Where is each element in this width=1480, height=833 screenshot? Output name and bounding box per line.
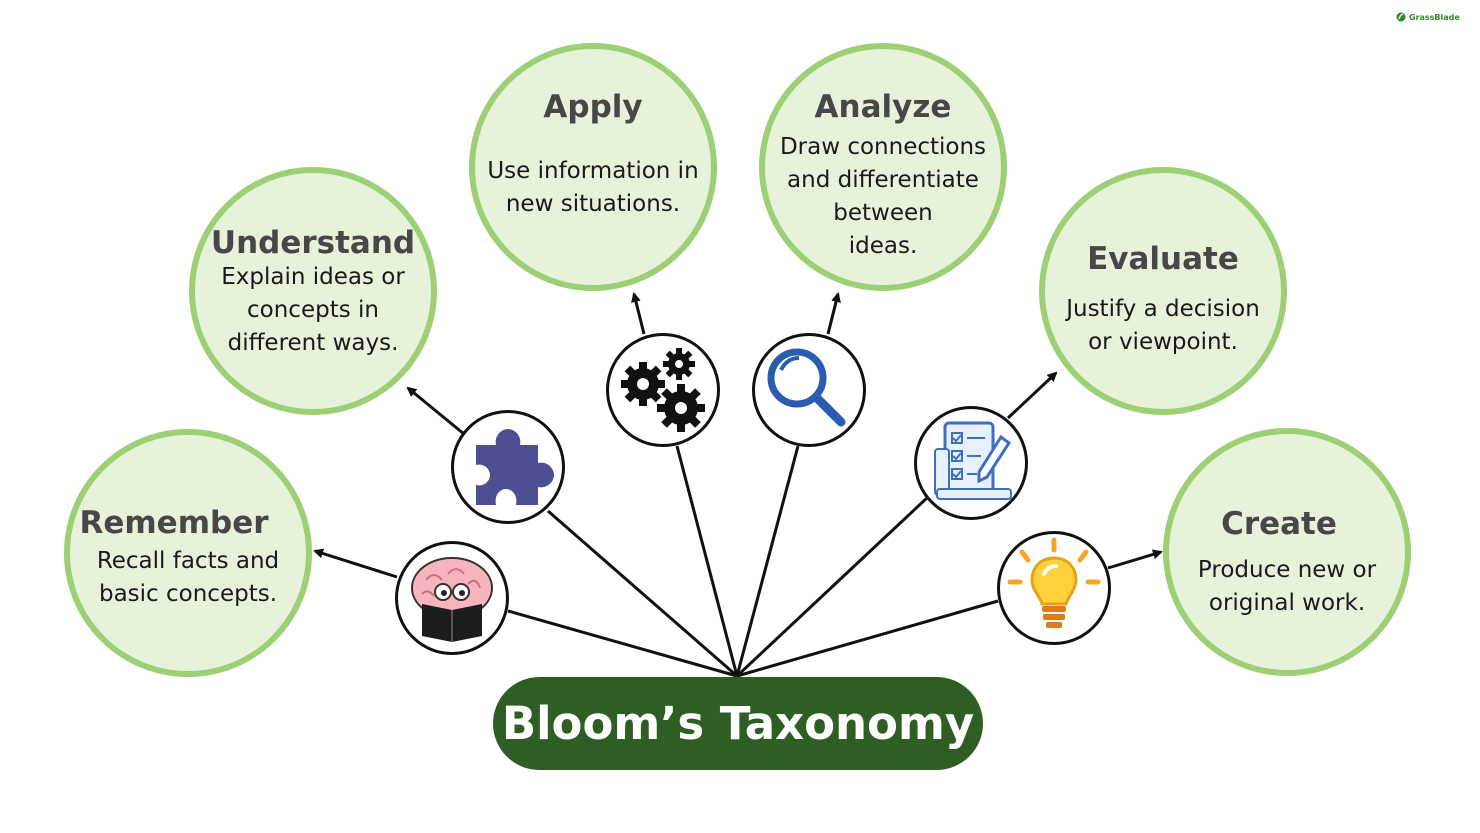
bubble-evaluate: Evaluate Justify a decision or viewpoint… xyxy=(1039,167,1287,415)
grassblade-logo: GrassBlade xyxy=(1396,12,1460,22)
icon-circle-create xyxy=(997,531,1111,645)
brand-name: GrassBlade xyxy=(1409,12,1460,22)
arrow-understand xyxy=(406,386,465,436)
bubble-understand: Understand Explain ideas or concepts in … xyxy=(189,167,437,415)
level-title: Analyze xyxy=(814,89,952,125)
magnifying-glass-icon xyxy=(767,348,846,427)
icon-circle-analyze xyxy=(752,333,866,447)
level-description: Produce new or original work. xyxy=(1197,557,1377,616)
level-title: Understand xyxy=(210,225,416,261)
lightbulb-icon xyxy=(1007,537,1101,628)
spoke-remember xyxy=(507,609,738,678)
bubble-create: Create Produce new or original work. xyxy=(1163,428,1411,676)
diagram-title: Bloom’s Taxonomy xyxy=(501,697,975,750)
gears-icon xyxy=(621,348,705,432)
level-description: Explain ideas or concepts in different w… xyxy=(221,264,405,356)
level-title: Remember xyxy=(79,505,269,541)
arrow-analyze xyxy=(826,292,841,335)
puzzle-piece-icon xyxy=(476,429,554,505)
brain-reading-book-icon xyxy=(411,557,493,642)
bubble-analyze: Analyze Draw connections and differentia… xyxy=(759,43,1007,291)
bubble-remember: Remember Recall facts and basic concepts… xyxy=(64,429,312,677)
icon-circle-understand xyxy=(451,410,565,524)
spoke-understand xyxy=(547,509,738,678)
arrow-evaluate xyxy=(1006,371,1058,420)
grassblade-logo-icon xyxy=(1396,12,1406,22)
level-title: Create xyxy=(1221,506,1337,542)
spoke-create xyxy=(736,599,999,678)
bloom-taxonomy-title-pill: Bloom’s Taxonomy xyxy=(493,677,983,770)
level-description: Use information in new situations. xyxy=(487,158,699,217)
icon-circle-remember xyxy=(395,541,509,655)
checklist-icon xyxy=(934,421,1012,500)
icon-circle-evaluate xyxy=(914,406,1028,520)
level-title: Apply xyxy=(543,89,643,125)
spoke-apply xyxy=(675,445,739,677)
level-title: Evaluate xyxy=(1087,241,1239,277)
level-description: Recall facts and basic concepts. xyxy=(96,548,280,607)
arrow-remember xyxy=(313,548,398,579)
level-description: Justify a decision or viewpoint. xyxy=(1066,296,1260,355)
spoke-analyze xyxy=(735,445,800,677)
level-description: Draw connections and differentiate betwe… xyxy=(779,134,987,259)
arrow-apply xyxy=(631,292,646,335)
spoke-evaluate xyxy=(735,495,930,678)
bubble-apply: Apply Use information in new situations. xyxy=(469,43,717,291)
icon-circle-apply xyxy=(606,333,720,447)
arrow-create xyxy=(1107,549,1163,570)
